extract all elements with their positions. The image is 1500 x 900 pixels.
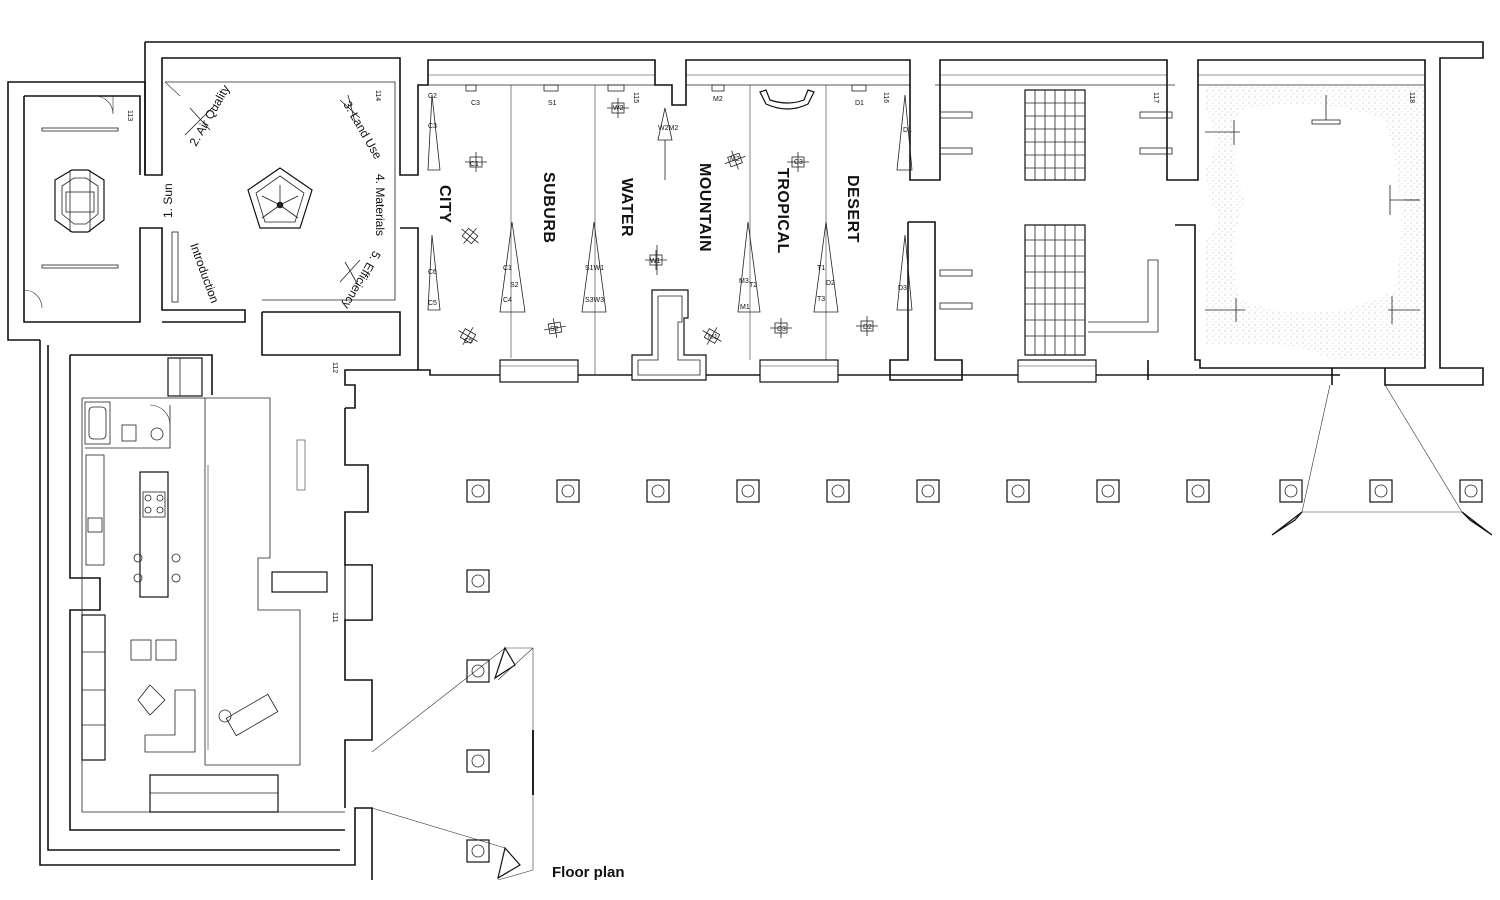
diagram-title: Floor plan <box>552 864 625 881</box>
exhibit-tag: M1 <box>708 334 718 341</box>
exhibit-tag: C1 <box>503 265 512 272</box>
exhibit-tag: T2 <box>749 282 757 289</box>
exhibit-tag: D2 <box>863 324 872 331</box>
exhibit-tag: T1 <box>817 265 825 272</box>
room-number-111: 111 <box>331 612 338 623</box>
room-number-113: 113 <box>126 110 133 121</box>
station-label-materials: 4. Materials <box>373 174 387 236</box>
exhibit-tag: T3 <box>817 296 825 303</box>
projection-lines <box>371 384 1493 881</box>
zone-labels: CITY SUBURB WATER MOUNTAIN TROPICAL DESE… <box>436 163 861 254</box>
room-114 <box>164 81 396 303</box>
zone-label-mountain: MOUNTAIN <box>696 163 713 252</box>
exhibit-tag: C5 <box>464 338 473 345</box>
station-label-efficiency: 5. Efficiency <box>339 249 383 312</box>
room-number-118: 118 <box>1408 92 1415 103</box>
room-number-labels: 111 112 113 114 115 116 117 118 <box>126 90 1415 623</box>
station-label-introduction: Introduction <box>187 241 222 305</box>
exhibit-tag: C4 <box>503 297 512 304</box>
exhibit-tags: C2 C3 C3 C6 C5 C1 C4 C1 C5 S1 S2 S2 W2 S… <box>428 93 912 345</box>
exhibit-tag: D2 <box>826 280 835 287</box>
zone-label-suburb: SUBURB <box>540 172 557 243</box>
room-113 <box>23 95 119 309</box>
exhibit-symbols <box>458 98 878 345</box>
apartment-area <box>81 357 373 813</box>
exhibit-tag: C3 <box>794 159 803 166</box>
exhibit-tag: S3W3 <box>585 297 604 304</box>
exhibit-tag: D1 <box>855 100 864 107</box>
zone-label-city: CITY <box>436 185 453 223</box>
exhibit-tag: W2M2 <box>658 125 678 132</box>
exhibit-tag: C3 <box>777 326 786 333</box>
station-label-land-use: 3. Land Use <box>340 99 385 162</box>
zone-divisions <box>427 84 1097 383</box>
exhibit-tag: S1W1 <box>585 265 604 272</box>
room-number-115: 115 <box>632 92 639 103</box>
exhibit-tag: M2 <box>713 96 723 103</box>
room-number-116: 116 <box>882 92 889 103</box>
exhibit-tag: C6 <box>428 269 437 276</box>
exhibit-tag: C5 <box>428 300 437 307</box>
exhibit-tag: S2 <box>510 282 519 289</box>
exhibit-tag: S1 <box>548 100 557 107</box>
room-number-112: 112 <box>331 362 338 373</box>
zone-label-desert: DESERT <box>844 175 861 243</box>
exhibit-tag: C3 <box>471 100 480 107</box>
room-number-114: 114 <box>374 90 381 101</box>
zone-label-water: WATER <box>618 178 635 237</box>
exhibit-tag: M1 <box>740 304 750 311</box>
exhibit-tag: C2 <box>428 93 437 100</box>
exhibit-tag: C3 <box>428 123 437 130</box>
exhibit-tag: M3 <box>739 278 749 285</box>
room-118 <box>1205 85 1425 360</box>
station-label-sun: 1. Sun <box>161 183 175 218</box>
exhibit-tag: W1 <box>650 258 661 265</box>
exhibit-tag: D3 <box>898 285 907 292</box>
exhibit-tag: S2 <box>550 326 559 333</box>
zone-label-tropical: TROPICAL <box>774 168 791 254</box>
station-label-air-quality: 2. Air Quality <box>186 83 232 149</box>
exhibit-tag: D1 <box>903 127 912 134</box>
exhibit-tag: C1 <box>470 161 479 168</box>
column-grid <box>466 479 1483 863</box>
room-117 <box>939 89 1173 356</box>
room-number-117: 117 <box>1152 92 1159 103</box>
